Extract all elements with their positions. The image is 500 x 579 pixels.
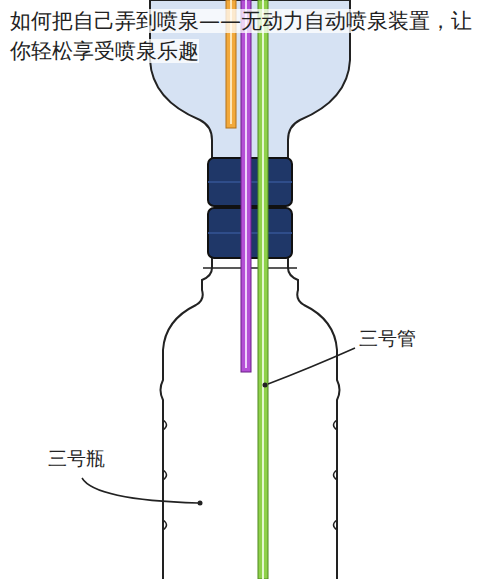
title-text: 如何把自己弄到喷泉——无动力自动喷泉装置，让你轻松享受喷泉乐趣 [10,9,472,63]
lower-bottle [161,258,213,579]
part-label: 三号瓶 [46,446,107,472]
leader-line [82,478,198,503]
lower-bottle [288,258,340,579]
tube [241,0,251,372]
title: 如何把自己弄到喷泉——无动力自动喷泉装置，让你轻松享受喷泉乐趣 [10,6,492,66]
part-label: 三号管 [357,326,418,352]
leader-line [268,348,355,384]
tube [258,0,268,579]
